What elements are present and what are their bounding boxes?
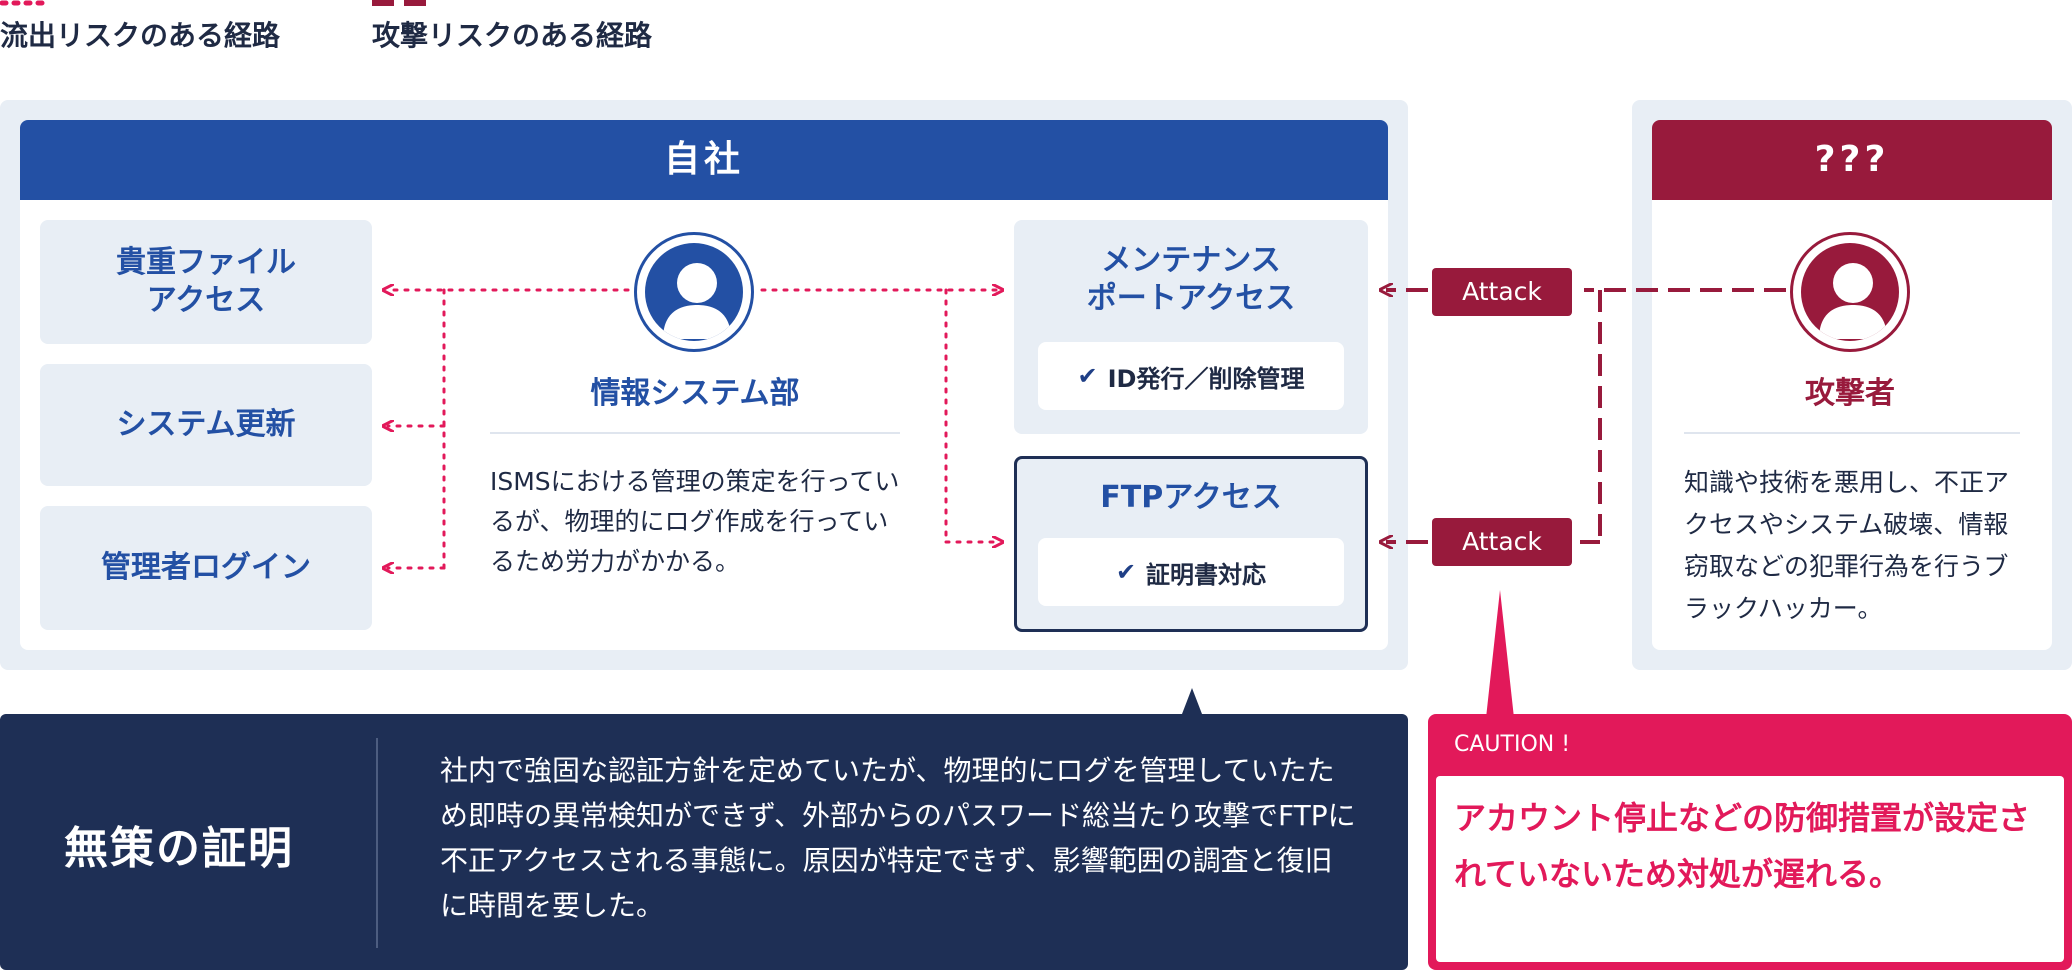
system-update-label: システム更新: [116, 407, 296, 442]
attacker-description: 知識や技術を悪用し、不正アクセスやシステム破壊、情報窃取などの犯罪行為を行うブラ…: [1684, 468, 2010, 623]
legend-attack-route: 攻撃リスクのある経路: [372, 19, 653, 52]
attacker-avatar: [1790, 232, 1910, 352]
certificate-label: 証明書対応: [1146, 560, 1267, 589]
admin-login-label: 管理者ログイン: [101, 550, 311, 585]
caution-box: CAUTION ! アカウント停止などの防御措置が設定されていないため対処が遅れ…: [1428, 714, 2072, 970]
system-update-box[interactable]: システム更新: [40, 364, 372, 486]
ftp-access-title: FTPアクセス: [1100, 480, 1282, 515]
department-avatar: [634, 232, 754, 352]
attacker-divider: [1684, 432, 2020, 434]
attacker-card: ???: [1652, 120, 2052, 650]
person-icon: [1819, 263, 1887, 339]
legend-leak-route: 流出リスクのある経路: [0, 19, 281, 52]
attacker-name: 攻撃者: [1805, 376, 1895, 411]
proof-divider: [376, 738, 378, 948]
proof-text: 社内で強固な認証方針を定めていたが、物理的にログを管理していたため即時の異常検知…: [440, 754, 1356, 922]
department-name: 情報システム部: [590, 376, 800, 411]
department-description: ISMSにおける管理の策定を行っているが、物理的にログ作成を行っているため労力が…: [490, 467, 900, 576]
valuable-file-access-label: 貴重ファイル アクセス: [116, 245, 296, 318]
attack-tag-maintenance: Attack: [1432, 268, 1572, 316]
certificate-pill: ✔ 証明書対応: [1038, 538, 1344, 606]
valuable-file-access-box[interactable]: 貴重ファイル アクセス: [40, 220, 372, 344]
check-icon: ✔: [1077, 362, 1098, 390]
admin-login-box[interactable]: 管理者ログイン: [40, 506, 372, 630]
person-icon: [663, 263, 731, 339]
attacker-header: ???: [1652, 120, 2052, 200]
caution-text: アカウント停止などの防御措置が設定されていないため対処が遅れる。: [1454, 799, 2031, 893]
proof-box: 無策の証明 社内で強固な認証方針を定めていたが、物理的にログを管理していたため即…: [0, 714, 1408, 970]
proof-title: 無策の証明: [64, 823, 294, 874]
company-header: 自社: [20, 120, 1388, 200]
attack-tag-ftp: Attack: [1432, 518, 1572, 566]
department-divider: [490, 432, 900, 434]
maintenance-port-title: メンテナンス ポートアクセス: [1086, 243, 1296, 316]
caution-label: CAUTION !: [1454, 732, 1571, 757]
check-icon: ✔: [1115, 558, 1137, 586]
caution-body: アカウント停止などの防御措置が設定されていないため対処が遅れる。: [1436, 776, 2064, 962]
id-issue-delete-pill: ✔ ID発行／削除管理: [1038, 342, 1344, 410]
id-issue-delete-label: ID発行／削除管理: [1107, 364, 1305, 393]
